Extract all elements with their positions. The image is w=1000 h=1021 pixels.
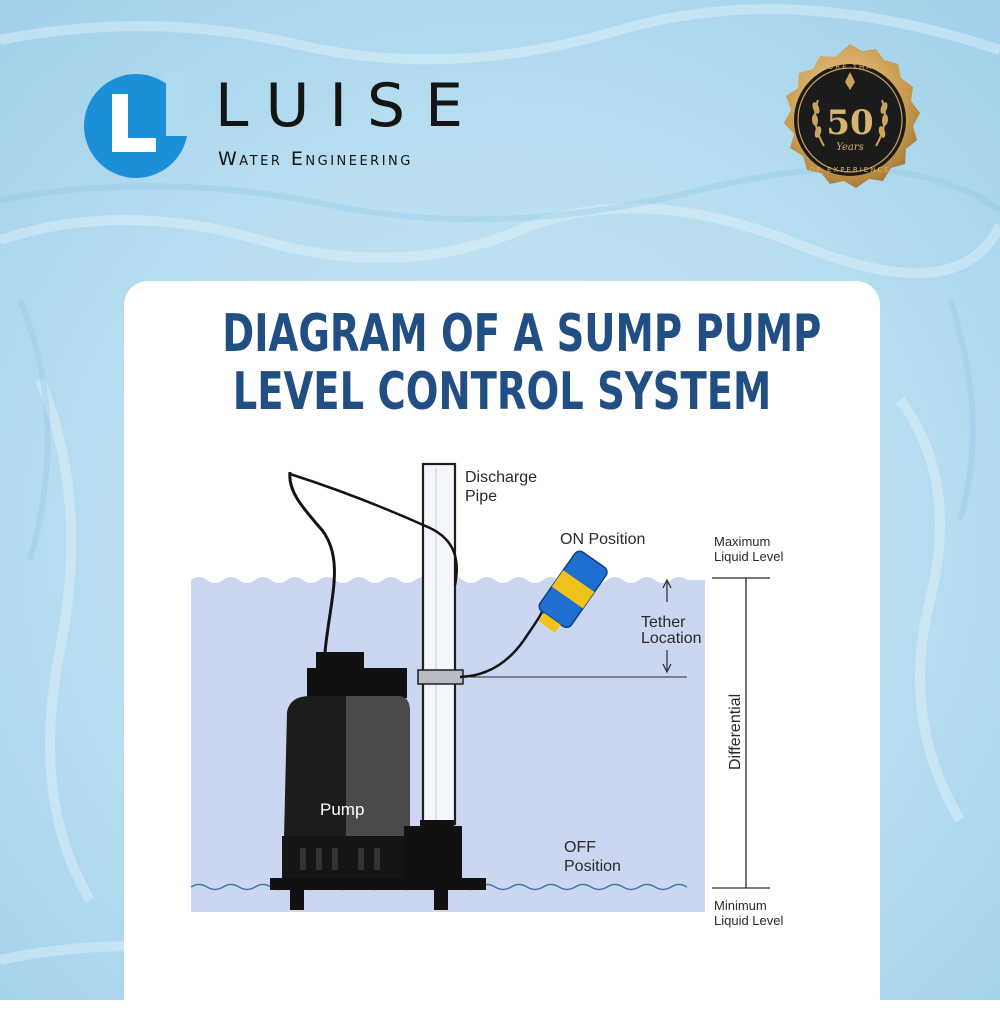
page-title: DIAGRAM OF A SUMP PUMP LEVEL CONTROL SYS… [222,304,822,422]
title-line-1: DIAGRAM OF A SUMP PUMP [222,304,822,364]
label-pump: Pump [320,800,364,819]
pipe-clamp [417,669,464,685]
sump-pump-diagram: Discharge Pipe ON Position Maximum Liqui… [190,462,783,928]
title-line-2: LEVEL CONTROL SYSTEM [232,362,772,422]
label-differential: Differential [727,694,744,770]
label-max-level-2: Liquid Level [714,549,783,564]
badge-top-text: MORE THAN [820,63,881,71]
float-switch-icon [538,550,608,633]
badge-number: 50 [826,103,873,143]
float-tether [459,611,544,679]
label-min-level-1: Minimum [714,898,767,913]
label-off-1: OFF [564,839,596,856]
discharge-pipe [421,462,457,826]
experience-seal-icon: 50 Years MORE THAN OF EXPERIENCE [784,44,920,188]
label-on-position: ON Position [560,531,645,548]
brand-tagline: Water Engineering [218,148,413,170]
power-cord [288,471,336,653]
badge-bottom-text: OF EXPERIENCE [809,166,891,174]
label-discharge-2: Pipe [465,488,497,505]
label-tether-1: Tether [641,614,686,631]
label-min-level-2: Liquid Level [714,913,783,928]
luise-logo-icon [84,72,190,178]
label-max-level-1: Maximum [714,534,770,549]
pump-icon [270,652,486,910]
brand-name: LUISE [215,71,484,141]
label-discharge-1: Discharge [465,469,537,486]
label-off-2: Position [564,858,621,875]
label-tether-2: Location [641,630,702,647]
badge-unit: Years [836,142,864,153]
